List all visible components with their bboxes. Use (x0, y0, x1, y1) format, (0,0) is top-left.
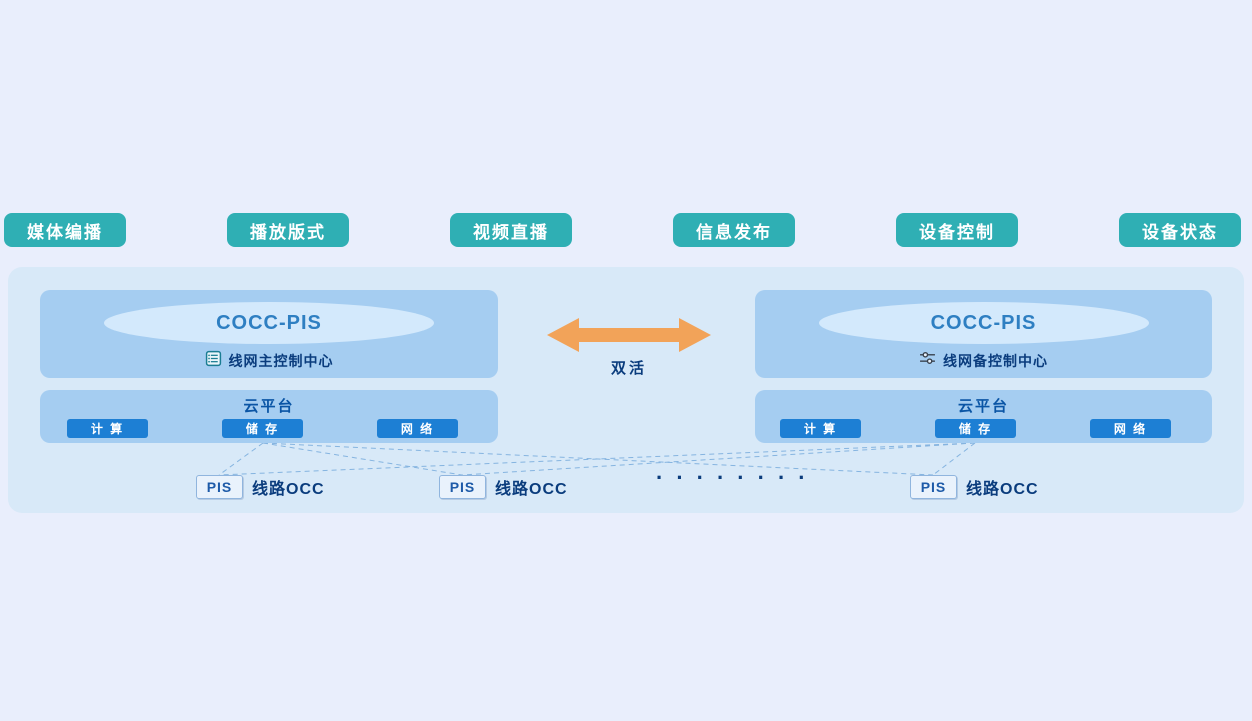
document-list-icon (205, 350, 222, 372)
top-button-device-status[interactable]: 设备状态 (1119, 213, 1241, 247)
main-panel: COCC-PIS 线网主控制中心 (8, 267, 1244, 513)
cloud-platform-left: 云平台 计 算 储 存 网 络 (40, 390, 498, 443)
primary-center-subtitle-row: 线网主控制中心 (40, 350, 498, 372)
line-occ-node: PIS 线路OCC (439, 475, 568, 499)
cloud-platform-right: 云平台 计 算 储 存 网 络 (755, 390, 1212, 443)
cocc-title: COCC-PIS (930, 311, 1037, 334)
backup-center-subtitle-row: 线网备控制中心 (755, 350, 1212, 372)
backup-center-label: 线网备控制中心 (943, 353, 1048, 369)
cocc-title: COCC-PIS (216, 311, 322, 334)
top-button-playback-layout[interactable]: 播放版式 (227, 213, 349, 247)
control-center-backup-block: COCC-PIS 线网备控制中心 (755, 290, 1212, 378)
pis-badge: PIS (196, 475, 243, 499)
pis-badge: PIS (439, 475, 486, 499)
line-occ-label: 线路OCC (495, 481, 568, 498)
pis-badge: PIS (910, 475, 957, 499)
line-occ-label: 线路OCC (252, 481, 325, 498)
top-button-video-live[interactable]: 视频直播 (450, 213, 572, 247)
line-occ-node: PIS 线路OCC (910, 475, 1039, 499)
cloud-platform-title: 云平台 (957, 398, 1009, 415)
service-button-storage[interactable]: 储 存 (935, 419, 1016, 438)
ellipsis-dots: ········ (656, 465, 819, 490)
dual-active-arrow-icon (545, 315, 713, 355)
cocc-ellipse: COCC-PIS (104, 302, 434, 344)
service-button-network[interactable]: 网 络 (1090, 419, 1171, 438)
line-occ-node: PIS 线路OCC (196, 475, 325, 499)
sliders-icon (919, 350, 936, 372)
service-button-compute[interactable]: 计 算 (67, 419, 148, 438)
dual-active-label: 双活 (610, 360, 647, 377)
top-button-device-control[interactable]: 设备控制 (896, 213, 1018, 247)
control-center-primary-block: COCC-PIS 线网主控制中心 (40, 290, 498, 378)
service-button-compute[interactable]: 计 算 (780, 419, 861, 438)
cocc-ellipse: COCC-PIS (818, 302, 1149, 344)
line-occ-label: 线路OCC (966, 481, 1039, 498)
top-button-info-publish[interactable]: 信息发布 (673, 213, 795, 247)
top-button-media-broadcast[interactable]: 媒体编播 (4, 213, 126, 247)
service-button-network[interactable]: 网 络 (377, 419, 458, 438)
cloud-platform-title: 云平台 (243, 398, 295, 415)
primary-center-label: 线网主控制中心 (228, 353, 334, 369)
service-button-storage[interactable]: 储 存 (222, 419, 303, 438)
